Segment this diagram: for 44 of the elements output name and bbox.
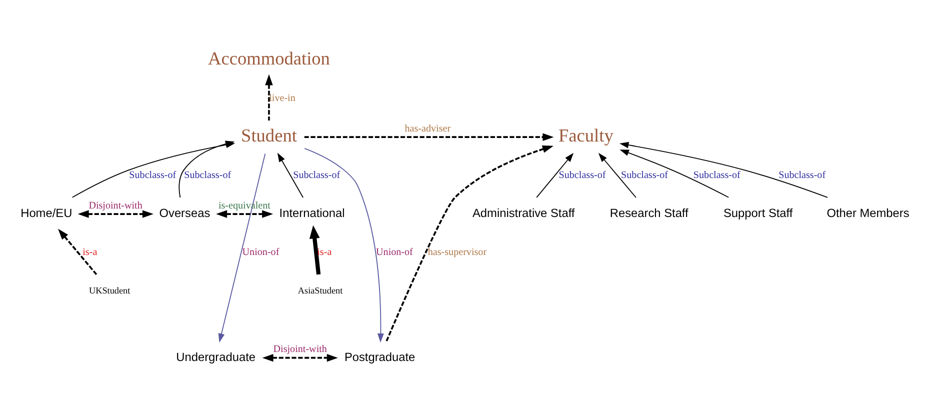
arrow [598, 152, 636, 198]
edge-label: has-supervisor [428, 246, 487, 258]
arrow [309, 224, 321, 274]
arrow [262, 354, 338, 362]
node-text: Accommodation [208, 48, 330, 68]
edge-label: Subclass-of [693, 170, 740, 181]
arrow [620, 141, 828, 198]
edge-label: Disjoint-with [273, 344, 327, 355]
arrow [277, 152, 304, 198]
arrow [386, 144, 554, 342]
edge-label: Subclass-of [621, 170, 668, 181]
node-text: Administrative Staff [472, 206, 575, 220]
arrow [536, 152, 574, 198]
edge-label: Subclass-of [129, 170, 176, 181]
edge-label: Subclass-of [184, 170, 232, 181]
edge-label: Union-of [242, 246, 280, 258]
node-text: Research Staff [610, 206, 688, 220]
arrow [304, 147, 384, 342]
node-text: AsiaStudent [298, 284, 343, 295]
node-text: Support Staff [724, 206, 793, 220]
arrow [304, 132, 554, 140]
node-text: Student [241, 125, 297, 146]
node-text: Undergraduate [176, 349, 256, 364]
edge-label: live-in [269, 92, 296, 104]
node-text: Other Members [826, 206, 910, 220]
node-text: International [279, 206, 345, 220]
arrow [78, 210, 154, 218]
arrow [218, 152, 266, 342]
arrow [58, 228, 98, 274]
edge-label: Subclass-of [778, 170, 826, 181]
node-text: Faculty [558, 125, 614, 146]
edge-label: is-a [82, 246, 98, 258]
edge-label: Subclass-of [558, 170, 606, 181]
node-text: Home/EU [20, 206, 72, 220]
edge-label: has-adviser [404, 122, 451, 134]
arrow [216, 210, 274, 218]
node-text: Overseas [159, 206, 210, 220]
edge-label: Subclass-of [293, 170, 340, 181]
arrow [620, 149, 730, 198]
arrow [265, 74, 273, 120]
node-text: Postgraduate [344, 349, 416, 364]
edge-label: Union-of [376, 246, 413, 258]
node-text: UKStudent [89, 284, 130, 295]
edge-label: Disjoint-with [88, 200, 142, 211]
